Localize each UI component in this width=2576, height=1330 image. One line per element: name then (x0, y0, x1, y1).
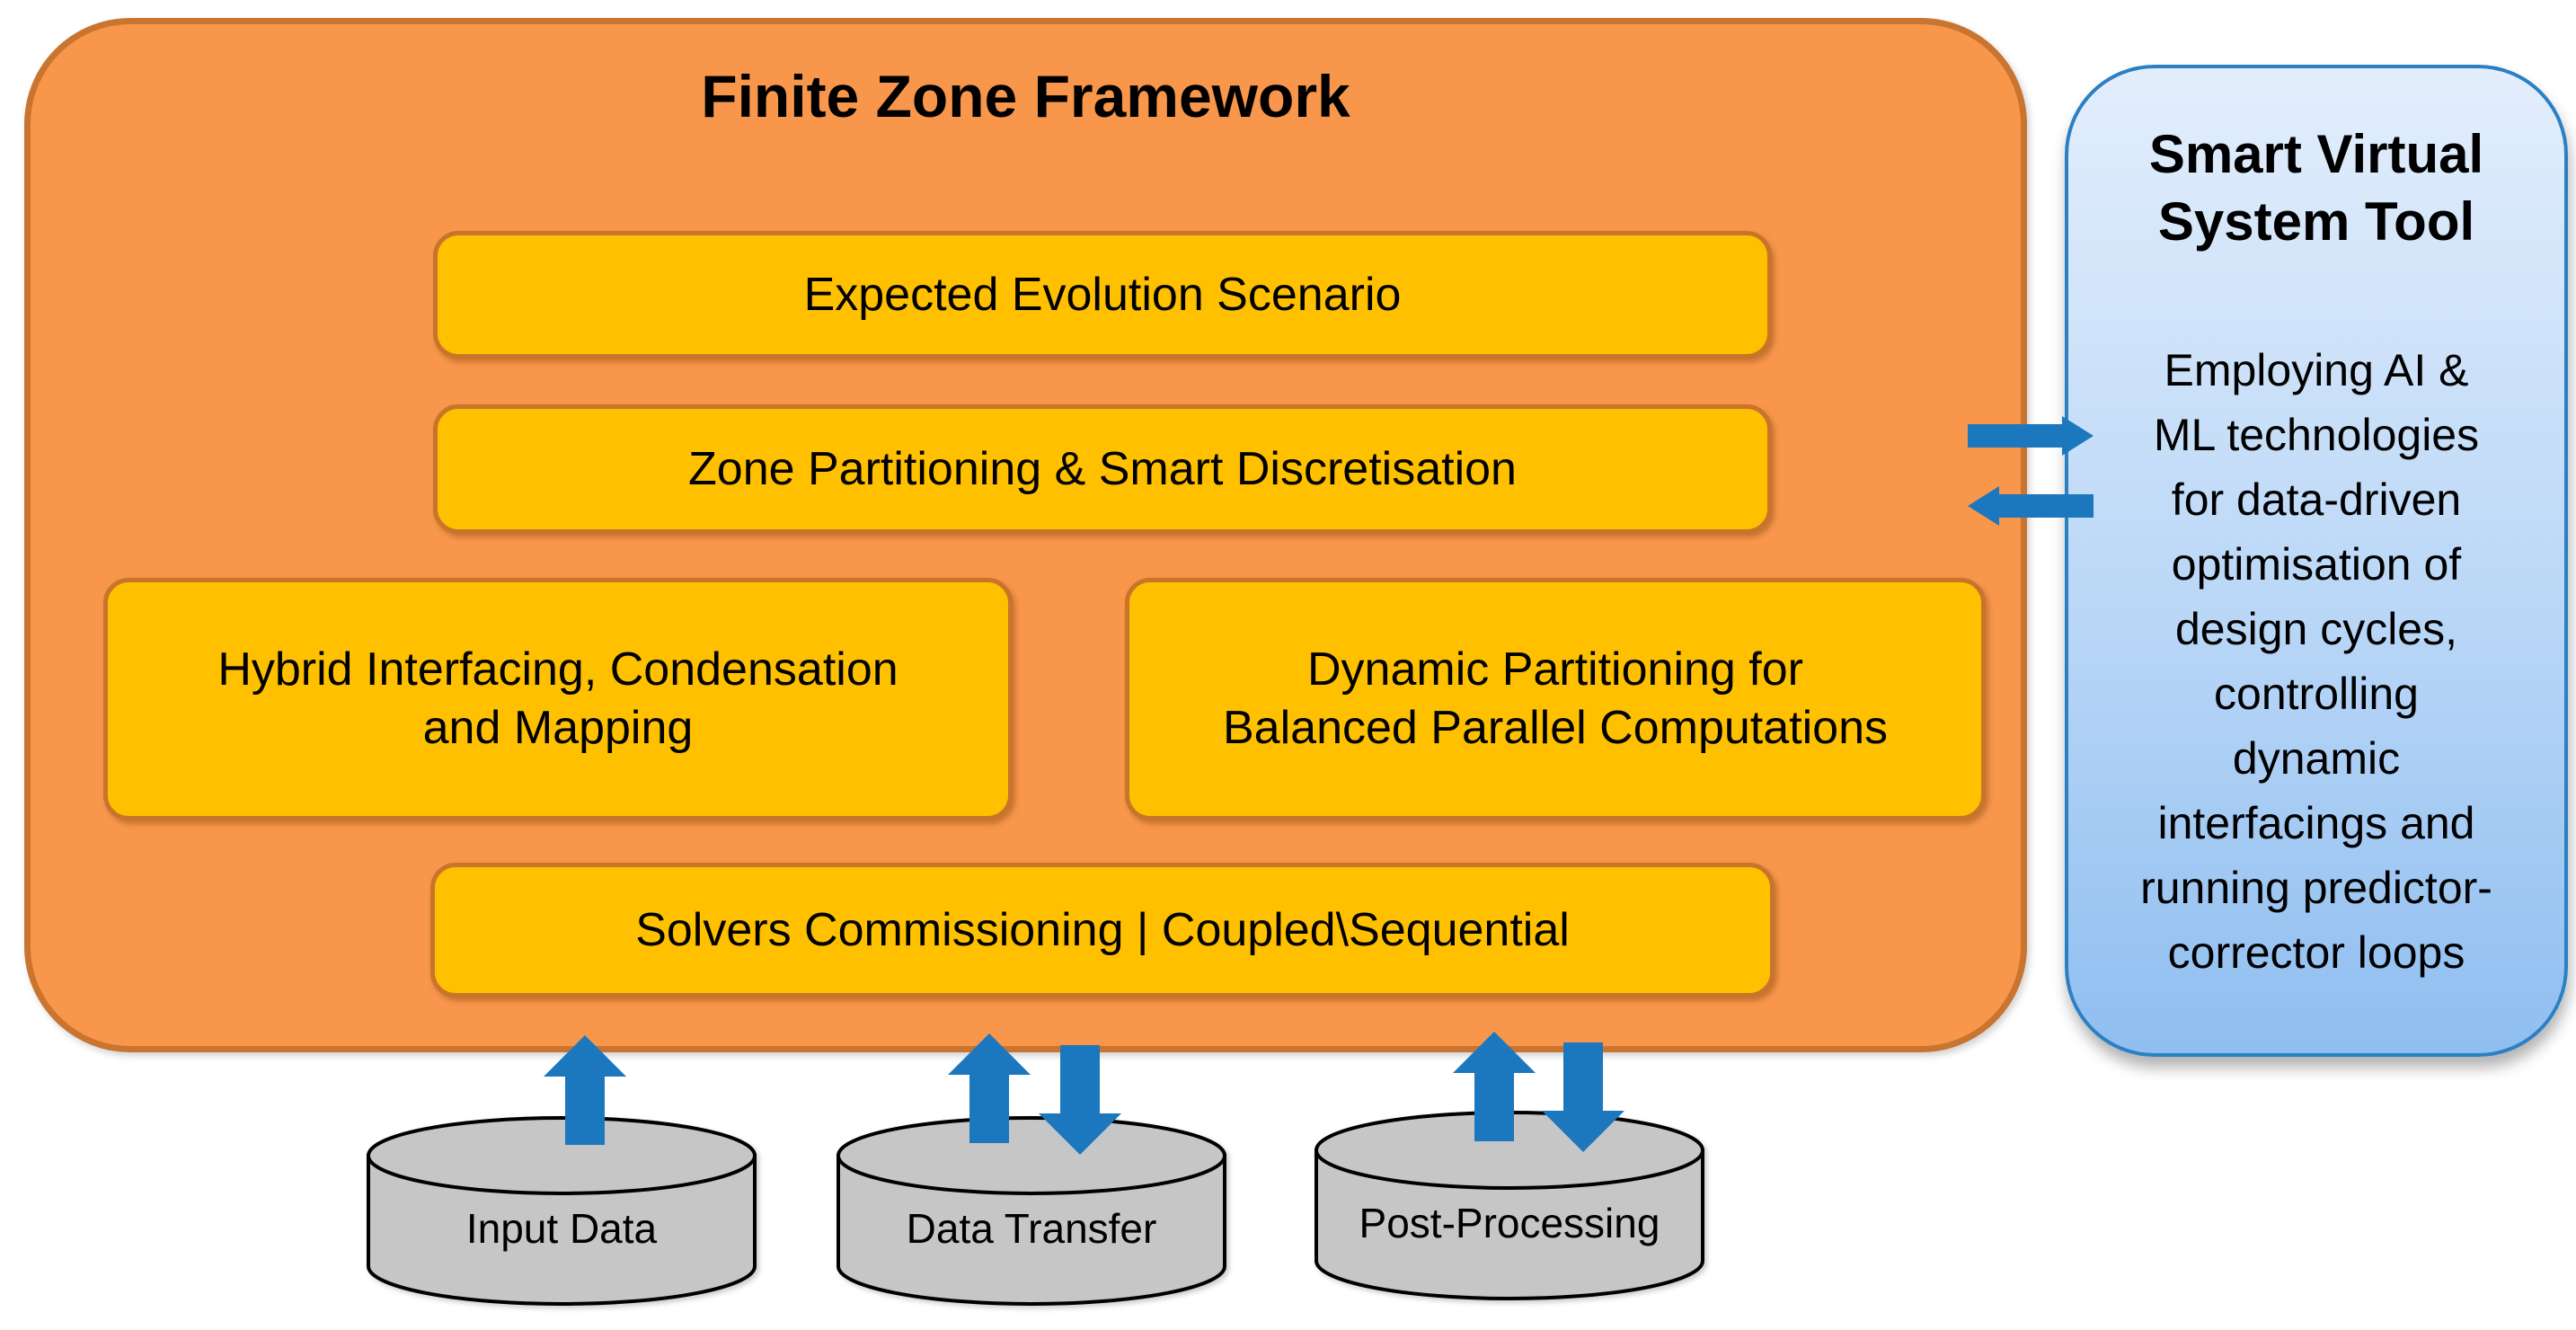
box-label: Solvers Commissioning | Coupled\Sequenti… (635, 903, 1570, 956)
arrow-left-icon (1968, 486, 2094, 526)
arrow-down-icon (1542, 1042, 1624, 1152)
text-line: controlling (2214, 669, 2419, 719)
text-line: Balanced Parallel Computations (1223, 702, 1888, 754)
text-line: interfacings and (2157, 798, 2475, 848)
arrow-down-icon (1039, 1045, 1121, 1155)
text-line: corrector loops (2167, 927, 2465, 978)
text-line: Hybrid Interfacing, Condensation (217, 643, 899, 696)
database-cylinder-data-transfer: Data Transfer (834, 1114, 1229, 1308)
tool-panel-title: Smart Virtual System Tool (2148, 124, 2484, 252)
arrow-right-icon (1968, 416, 2094, 456)
text-line: Employing AI & (2164, 345, 2469, 395)
box-label: Zone Partitioning & Smart Discretisation (688, 442, 1517, 495)
box-expected-evolution-scenario: Expected Evolution Scenario (433, 231, 1772, 359)
text-line: for data-driven (2171, 474, 2462, 525)
database-cylinder-post-processing: Post-Processing (1312, 1109, 1707, 1302)
database-icon (1315, 1111, 1704, 1300)
text-line: and Mapping (422, 702, 694, 754)
text-line: dynamic (2232, 733, 2401, 784)
arrow-up-icon (1453, 1032, 1536, 1141)
box-zone-partitioning: Zone Partitioning & Smart Discretisation (433, 404, 1772, 534)
box-hybrid-interfacing: Hybrid Interfacing, Condensation and Mapp… (103, 578, 1013, 820)
finite-zone-framework-panel: Finite Zone Framework Expected Evolution… (24, 18, 2027, 1052)
text-line: running predictor- (2140, 863, 2492, 913)
cylinder-label: Post-Processing (1359, 1200, 1660, 1246)
text-line: ML technologies (2153, 410, 2480, 460)
database-icon (837, 1116, 1226, 1306)
text-line: Dynamic Partitioning for (1306, 643, 1803, 696)
framework-title: Finite Zone Framework (701, 63, 1350, 129)
arrow-up-icon (544, 1035, 626, 1145)
smart-virtual-system-tool-panel: Smart Virtual System Tool Employing AI &… (2065, 65, 2568, 1057)
text-line: design cycles, (2174, 604, 2458, 654)
box-solvers-commissioning: Solvers Commissioning | Coupled\Sequenti… (430, 863, 1775, 998)
box-label: Hybrid Interfacing, Condensation and Mapp… (217, 641, 898, 758)
cylinder-label: Data Transfer (906, 1205, 1157, 1252)
tool-panel-description: Employing AI & ML technologies for data-dr… (2083, 338, 2550, 985)
box-label: Expected Evolution Scenario (803, 268, 1402, 321)
database-icon (367, 1116, 757, 1306)
database-cylinder-input-data: Input Data (364, 1114, 759, 1308)
arrow-up-icon (948, 1033, 1031, 1143)
cylinder-label: Input Data (465, 1205, 658, 1252)
text-line: optimisation of (2171, 539, 2462, 590)
